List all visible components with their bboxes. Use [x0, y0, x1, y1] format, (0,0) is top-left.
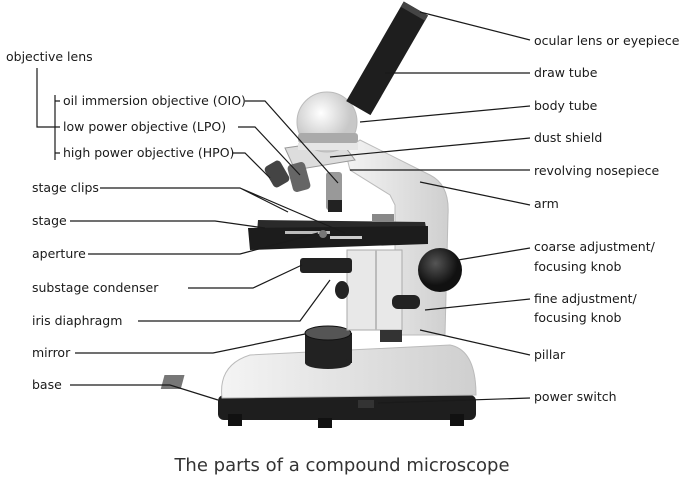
- label-coarse-2: focusing knob: [534, 259, 622, 274]
- label-hpo: high power objective (HPO): [63, 145, 235, 160]
- label-lpo: low power objective (LPO): [63, 119, 227, 134]
- coarse-knob-shape: [418, 248, 462, 292]
- label-stage-clips: stage clips: [32, 180, 99, 195]
- label-fine-1: fine adjustment/: [534, 291, 637, 306]
- condenser-shape: [300, 258, 352, 273]
- label-fine-2: focusing knob: [534, 310, 622, 325]
- base-shape: [160, 344, 477, 428]
- label-base: base: [32, 377, 62, 392]
- label-oio: oil immersion objective (OIO): [63, 93, 246, 108]
- label-body-tube: body tube: [534, 98, 598, 113]
- label-objective-lens: objective lens: [6, 49, 93, 64]
- label-ocular: ocular lens or eyepiece: [534, 33, 680, 48]
- label-pillar: pillar: [534, 347, 566, 362]
- label-nosepiece: revolving nosepiece: [534, 163, 660, 178]
- leader-lines: [36, 11, 531, 404]
- fine-knob-shape: [392, 295, 420, 309]
- head-shape: [264, 91, 358, 212]
- caption: The parts of a compound microscope: [174, 455, 510, 476]
- label-mirror: mirror: [32, 345, 71, 360]
- label-stage: stage: [32, 213, 67, 228]
- label-dust-shield: dust shield: [534, 130, 603, 145]
- mirror-shape: [304, 325, 352, 369]
- label-arm: arm: [534, 196, 559, 211]
- label-power-switch: power switch: [534, 389, 617, 404]
- stage-shape: [248, 214, 428, 273]
- label-aperture: aperture: [32, 246, 86, 261]
- label-substage-condenser: substage condenser: [32, 280, 159, 295]
- label-coarse-1: coarse adjustment/: [534, 239, 655, 254]
- label-draw-tube: draw tube: [534, 65, 598, 80]
- label-iris-diaphragm: iris diaphragm: [32, 313, 123, 328]
- draw-tube-shape: [346, 1, 428, 116]
